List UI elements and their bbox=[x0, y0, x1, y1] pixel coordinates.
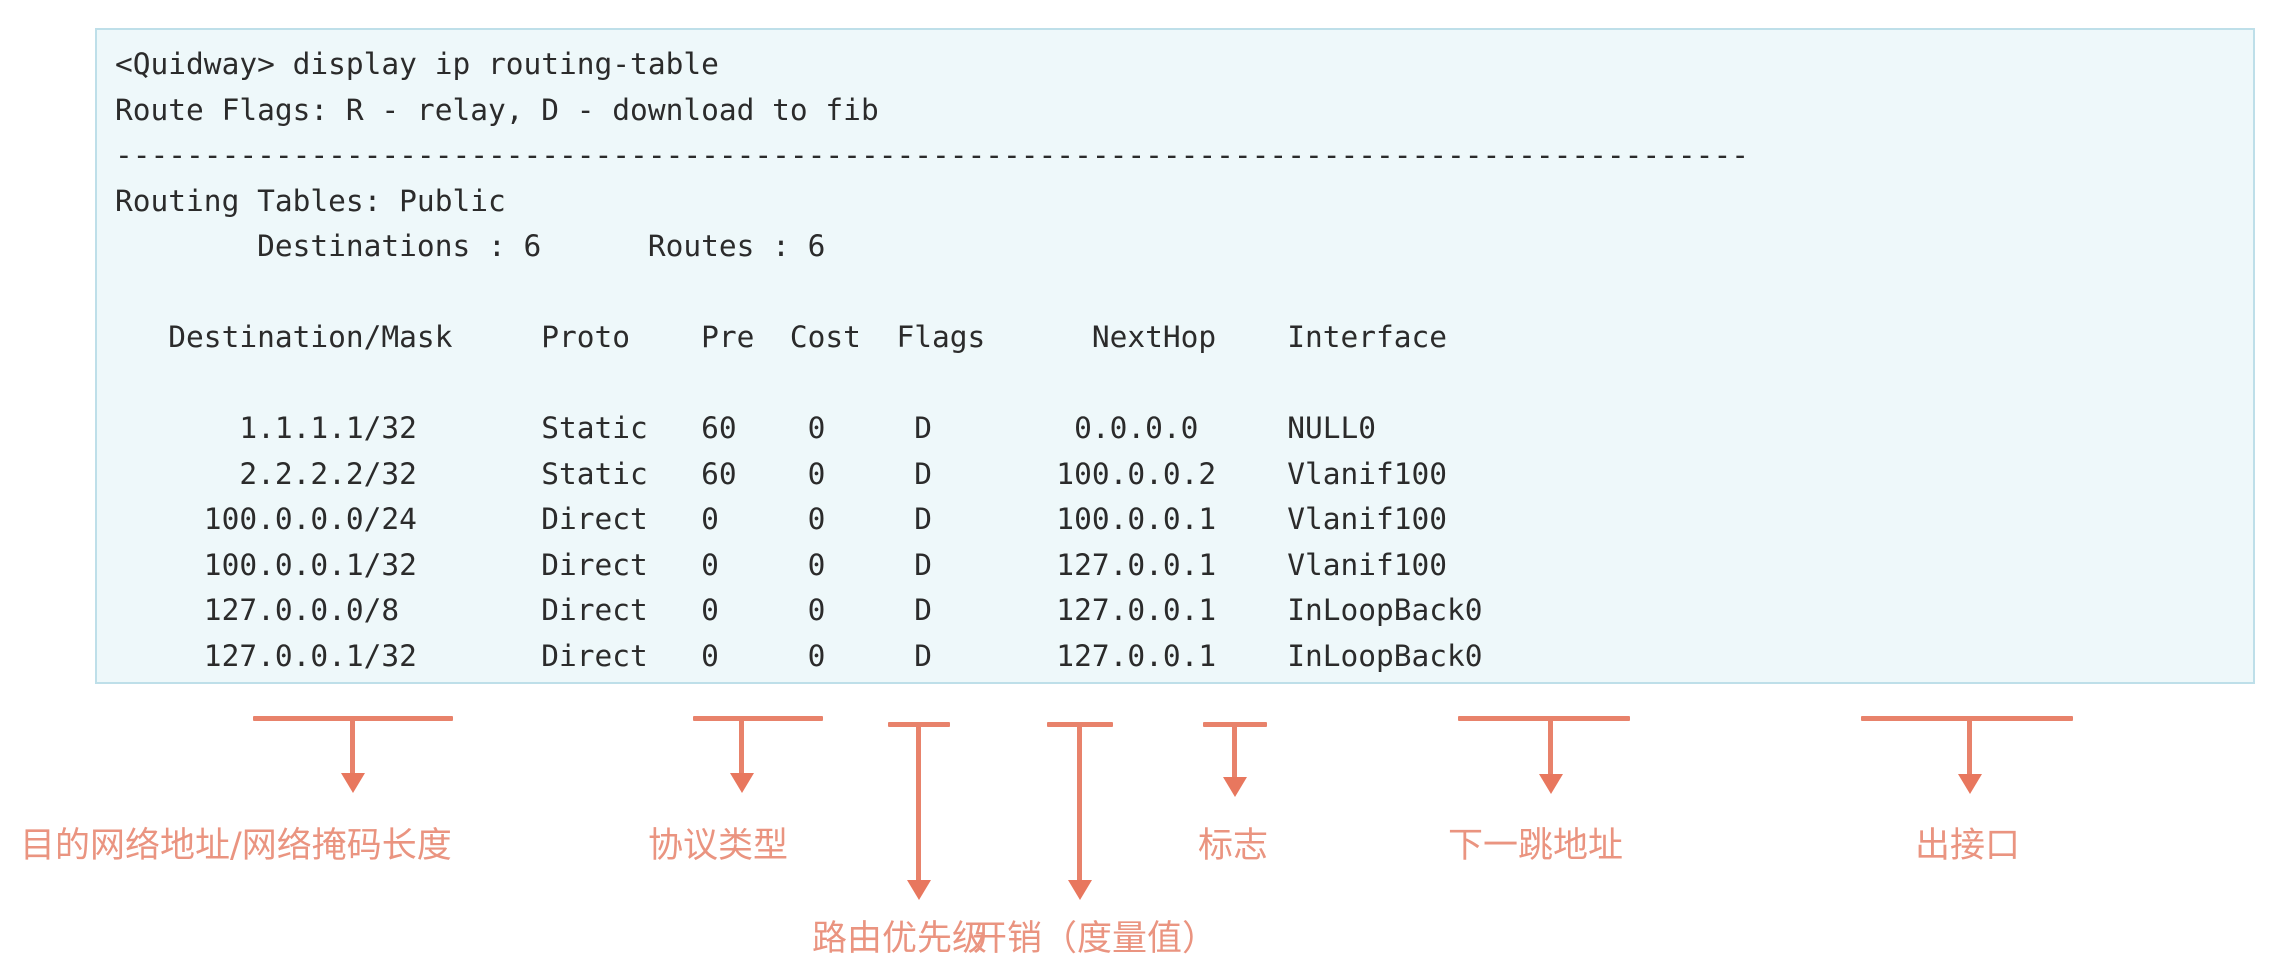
annotation-stem-proto bbox=[739, 721, 744, 775]
arrow-down-icon bbox=[1068, 880, 1092, 900]
arrow-down-icon bbox=[1539, 774, 1563, 794]
arrow-down-icon bbox=[730, 773, 754, 793]
annotation-bar-flags bbox=[1203, 722, 1267, 727]
annotation-stem-pre bbox=[916, 727, 921, 882]
annotation-stem-interface bbox=[1967, 721, 1972, 776]
annotation-label-interface: 出接口 bbox=[1915, 826, 2021, 866]
annotation-bar-cost bbox=[1047, 722, 1113, 727]
arrow-down-icon bbox=[341, 773, 365, 793]
terminal-output-panel: <Quidway> display ip routing-table Route… bbox=[95, 28, 2255, 684]
annotation-bar-proto bbox=[693, 716, 823, 721]
arrow-down-icon bbox=[1223, 777, 1247, 797]
annotation-bar-nexthop bbox=[1458, 716, 1630, 721]
annotation-bar-interface bbox=[1861, 716, 2073, 721]
annotation-label-cost: 开销（度量值） bbox=[972, 919, 1218, 959]
arrow-down-icon bbox=[907, 880, 931, 900]
annotation-stem-nexthop bbox=[1548, 721, 1553, 776]
annotation-label-pre: 路由优先级 bbox=[812, 919, 988, 959]
routing-table-output-text: <Quidway> display ip routing-table Route… bbox=[115, 47, 1749, 673]
arrow-down-icon bbox=[1958, 774, 1982, 794]
annotation-label-nexthop: 下一跳地址 bbox=[1448, 826, 1624, 866]
annotation-bar-pre bbox=[888, 722, 950, 727]
annotation-stem-flags bbox=[1232, 727, 1237, 779]
annotation-label-destination-mask: 目的网络地址/网络掩码长度 bbox=[20, 826, 452, 866]
annotation-bar-destination-mask bbox=[253, 716, 453, 721]
annotation-stem-cost bbox=[1077, 727, 1082, 882]
annotation-stem-destination-mask bbox=[350, 721, 355, 775]
annotation-label-proto: 协议类型 bbox=[648, 826, 789, 866]
annotation-label-flags: 标志 bbox=[1198, 826, 1269, 866]
